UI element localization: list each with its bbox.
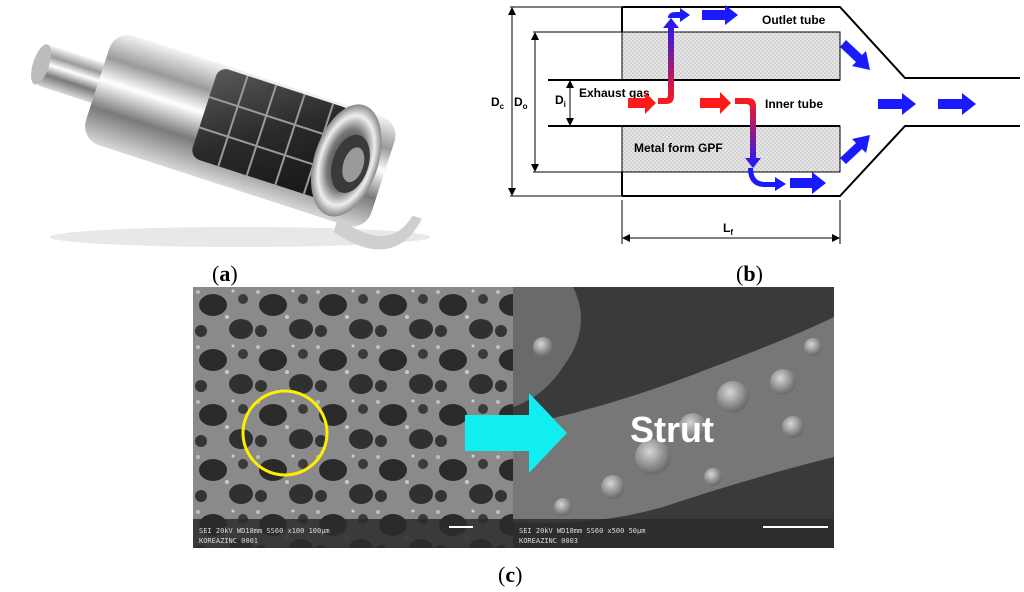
outlet-flow-arrows	[668, 5, 976, 194]
downward-flow-arrow	[735, 98, 761, 168]
inlet-flow-arrows	[628, 92, 731, 114]
caption-b: (b)	[736, 261, 763, 286]
caption-c: (c)	[498, 562, 523, 587]
label-metal-form-gpf: Metal form GPF	[634, 141, 723, 155]
strut-label: Strut	[630, 409, 714, 450]
highlight-circle	[241, 389, 329, 477]
inner-tube-outline	[548, 79, 840, 127]
label-do: Do	[514, 95, 528, 111]
filter-block-upper	[621, 31, 841, 81]
canister-outline	[621, 6, 1020, 197]
label-outlet-tube: Outlet tube	[762, 13, 826, 27]
sem-right-info-line2: KOREAZINC 0003	[519, 537, 578, 545]
label-di: Di	[555, 93, 566, 109]
sem-micrographs: SEI 20kV WD18mm SS60 x100 100μm KOREAZIN…	[193, 287, 834, 548]
magnify-arrow	[465, 393, 567, 473]
label-lf: Lf	[723, 221, 733, 237]
gpf-canister-photo	[31, 34, 430, 250]
gpf-schematic-diagram: Dc Do Di Lf Outlet tube Exhaust gas Inne…	[491, 5, 1020, 244]
sem-left-info-line2: KOREAZINC 0001	[199, 537, 258, 545]
sem-right-info-line1: SEI 20kV WD18mm SS60 x500 50μm	[519, 527, 645, 535]
label-dc: Dc	[491, 95, 505, 111]
upward-flow-arrow	[658, 18, 679, 104]
label-inner-tube: Inner tube	[765, 97, 823, 111]
caption-a: (a)	[212, 261, 238, 286]
label-exhaust-gas: Exhaust gas	[579, 86, 650, 100]
sem-left-info-line1: SEI 20kV WD18mm SS60 x100 100μm	[199, 527, 330, 535]
